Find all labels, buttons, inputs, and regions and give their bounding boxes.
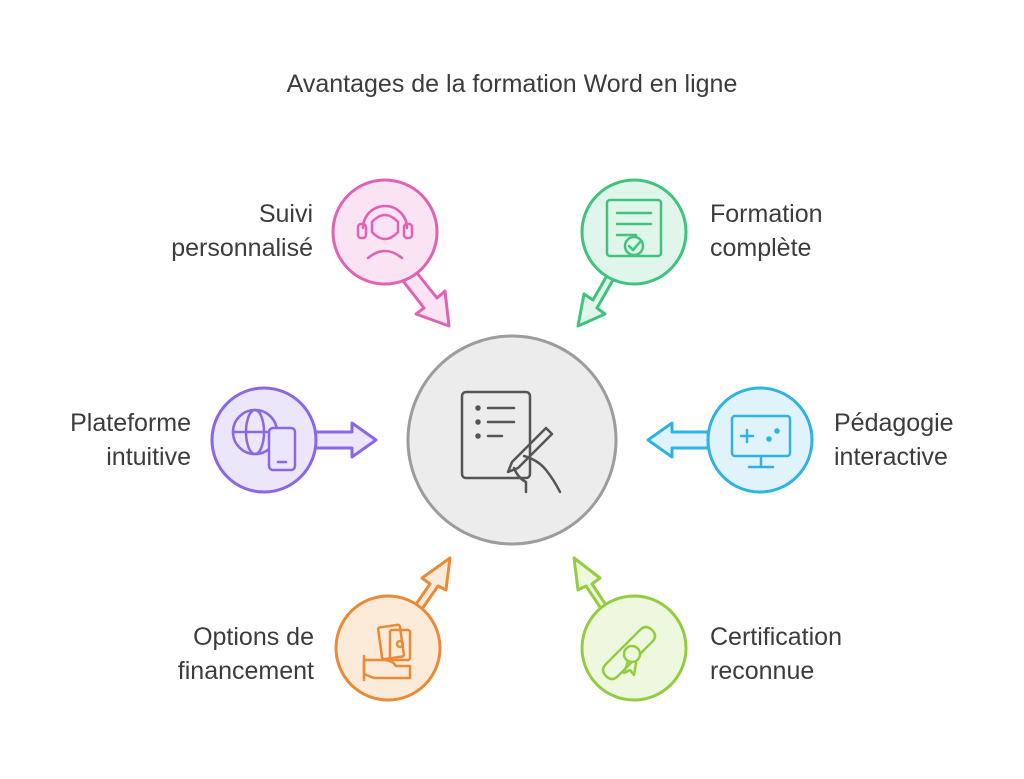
diagram-title: Avantages de la formation Word en ligne	[286, 70, 738, 98]
label-certification-reconnue: Certification reconnue	[710, 620, 842, 688]
label-suivi-personnalise: Suivi personnalisé	[171, 197, 313, 265]
label-line: Options de	[193, 623, 314, 651]
label-line: intuitive	[106, 443, 191, 471]
label-plateforme-intuitive: Plateforme intuitive	[70, 406, 191, 474]
diploma-scroll-icon	[601, 625, 657, 681]
label-line: Suivi	[258, 200, 313, 228]
label-line: Formation	[710, 200, 823, 228]
label-line: Certification	[710, 623, 842, 651]
label-line: Plateforme	[70, 409, 191, 437]
node-formation-complete	[576, 178, 688, 328]
node-suivi-personnalise	[331, 178, 451, 328]
monitor-interactive-icon	[730, 414, 792, 469]
label-line: complète	[710, 234, 812, 262]
node-options-financement	[334, 556, 452, 702]
certificate-document-icon	[605, 198, 663, 258]
globe-mobile-icon	[231, 408, 297, 472]
label-line: reconnue	[710, 657, 815, 685]
label-options-financement: Options de financement	[178, 620, 314, 688]
label-line: Pédagogie	[834, 409, 954, 437]
label-line: personnalisé	[171, 234, 313, 262]
label-formation-complete: Formation complète	[710, 197, 823, 265]
node-plateforme-intuitive	[210, 386, 378, 494]
headset-support-icon	[356, 204, 414, 260]
label-line: financement	[177, 657, 314, 685]
hand-money-icon	[362, 623, 412, 682]
label-pedagogie-interactive: Pédagogie interactive	[834, 406, 954, 474]
document-writing-hand-icon	[460, 390, 562, 494]
label-line: interactive	[834, 443, 948, 471]
center-node	[406, 334, 618, 546]
node-pedagogie-interactive	[646, 386, 814, 494]
node-certification-reconnue	[572, 556, 688, 702]
